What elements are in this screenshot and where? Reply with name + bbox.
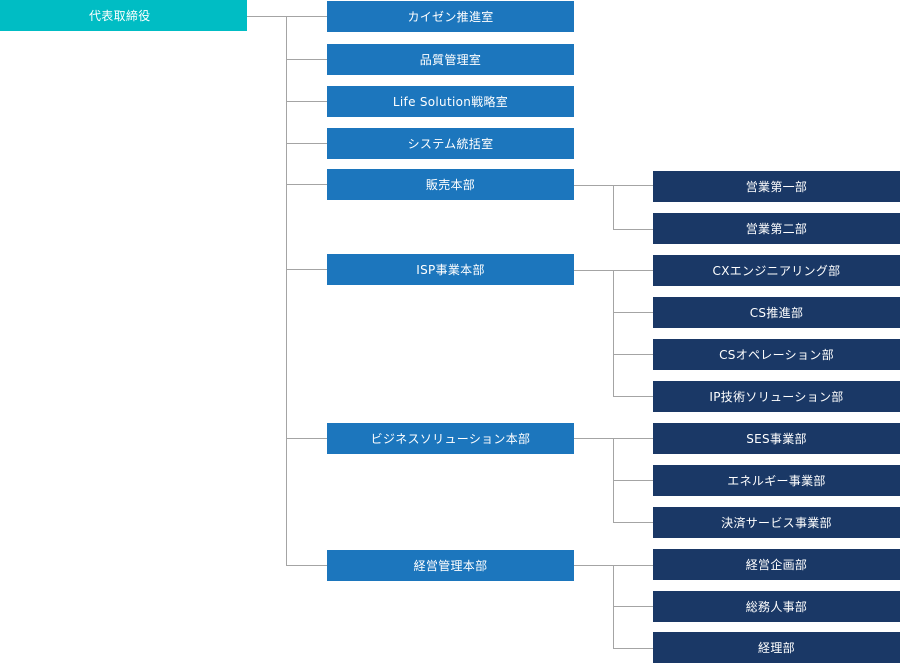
root-node-representative-director: 代表取締役 [0,0,247,31]
connector-department [613,480,653,481]
connector-branch-vertical [613,270,614,397]
connector-branch-vertical [613,565,614,649]
division-node: 販売本部 [327,169,574,200]
department-node: SES事業部 [653,423,900,454]
connector-division [286,269,327,270]
department-node: エネルギー事業部 [653,465,900,496]
department-node: 営業第二部 [653,213,900,244]
connector-division [286,565,327,566]
division-node: カイゼン推進室 [327,1,574,32]
connector-department [613,606,653,607]
connector-division [286,184,327,185]
department-node: CSオペレーション部 [653,339,900,370]
connector-department [613,648,653,649]
division-node: ビジネスソリューション本部 [327,423,574,454]
department-node: CS推進部 [653,297,900,328]
connector-department [613,354,653,355]
division-node: ISP事業本部 [327,254,574,285]
connector-department [613,229,653,230]
department-node: 経理部 [653,632,900,663]
connector-division [286,143,327,144]
connector-division [286,101,327,102]
connector-department [613,522,653,523]
connector-trunk [286,16,287,565]
division-node: Life Solution戦略室 [327,86,574,117]
connector-department [613,396,653,397]
connector-division [286,438,327,439]
department-node: 経営企画部 [653,549,900,580]
connector-division [286,16,327,17]
department-node: 営業第一部 [653,171,900,202]
connector-branch-vertical [613,185,614,230]
department-node: 総務人事部 [653,591,900,622]
division-node: システム統括室 [327,128,574,159]
division-node: 経営管理本部 [327,550,574,581]
department-node: IP技術ソリューション部 [653,381,900,412]
department-node: CXエンジニアリング部 [653,255,900,286]
connector-division [286,59,327,60]
connector-department [613,312,653,313]
department-node: 決済サービス事業部 [653,507,900,538]
connector-root [247,16,287,17]
division-node: 品質管理室 [327,44,574,75]
